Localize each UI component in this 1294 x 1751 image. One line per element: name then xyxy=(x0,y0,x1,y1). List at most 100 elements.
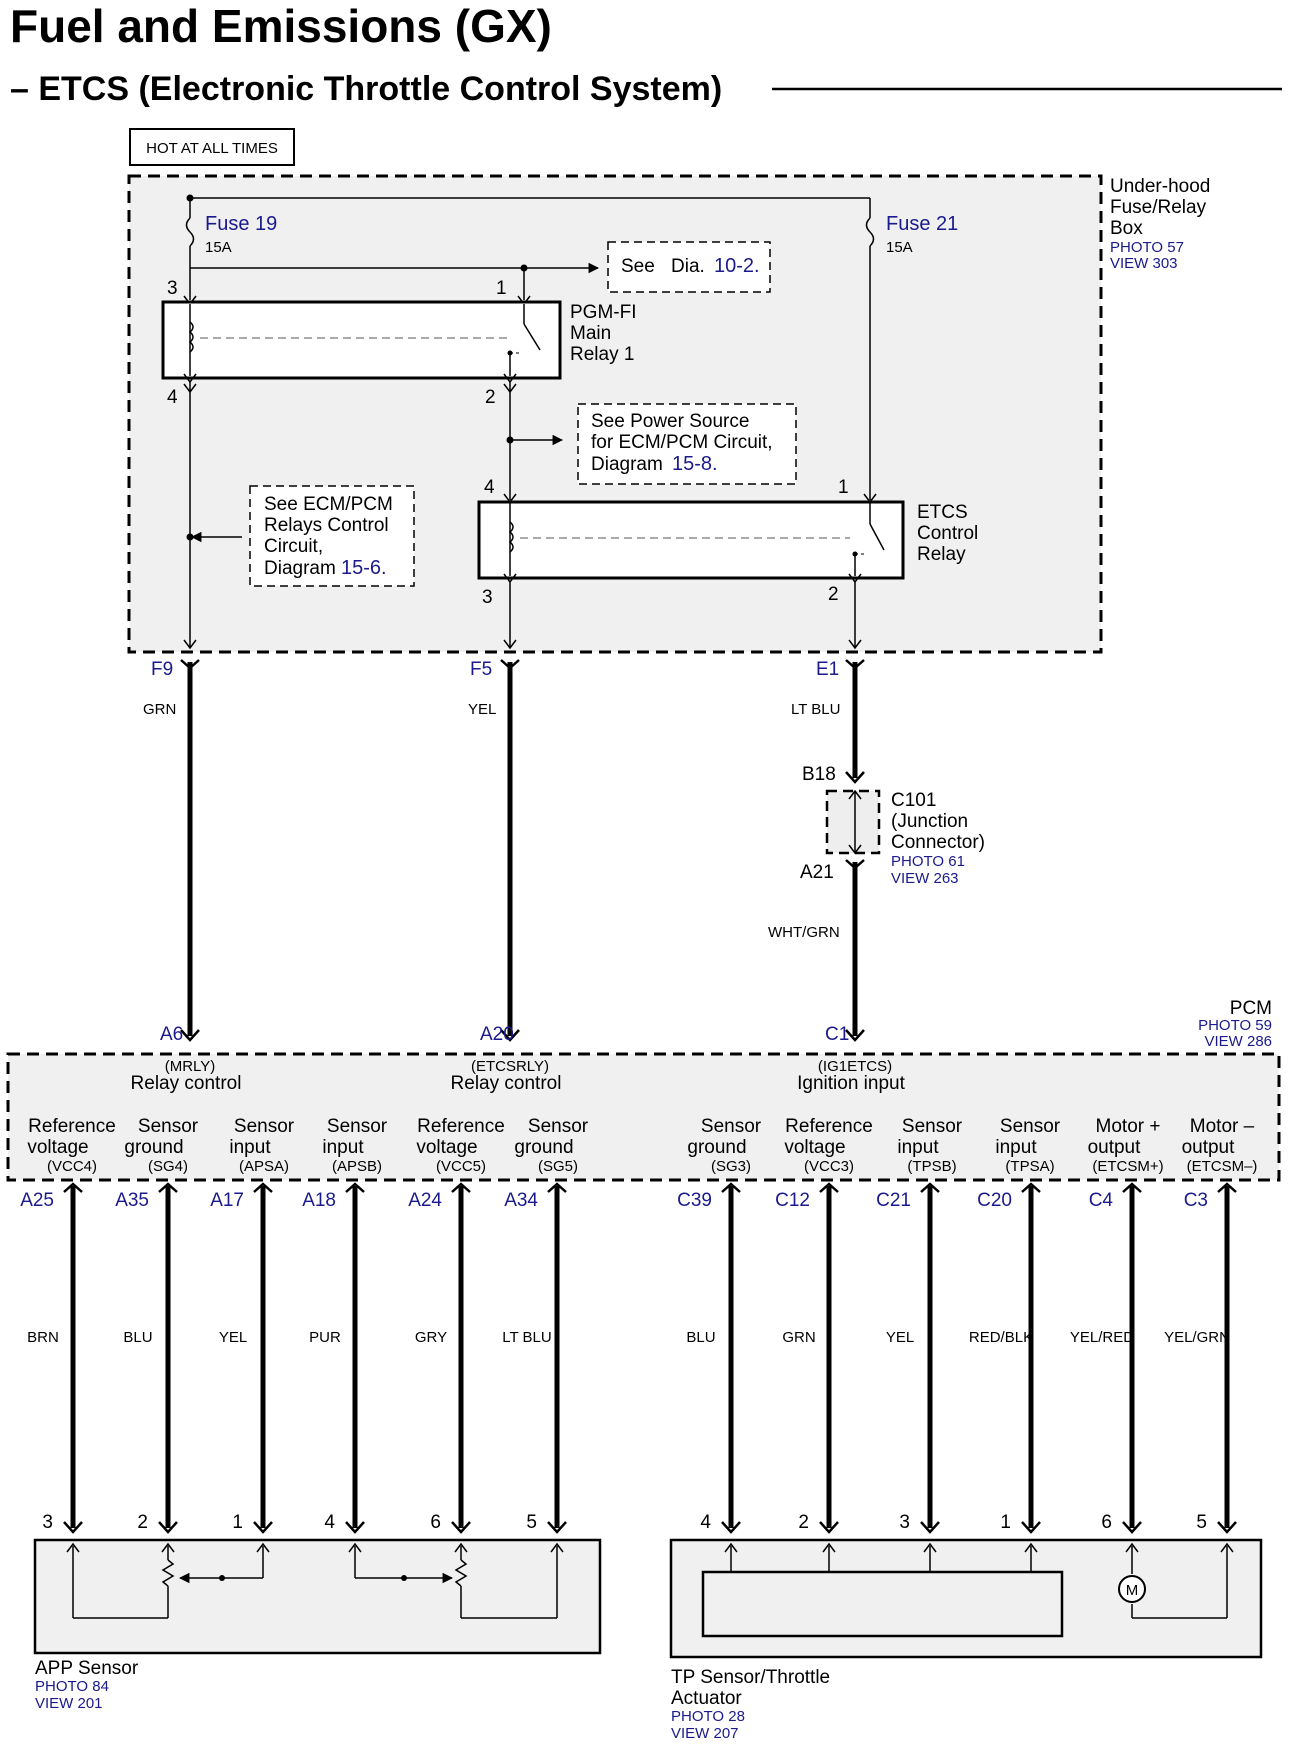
see-dia-prefix: See xyxy=(621,256,655,277)
app-sensor-internals xyxy=(72,1546,558,1619)
wire-label-grn: GRN xyxy=(143,701,176,718)
pcm-top-label: Ignition input xyxy=(797,1073,905,1094)
pcm-func-line1: Sensor xyxy=(902,1116,963,1137)
c101-connector xyxy=(825,789,881,855)
c101-label-3: Connector) xyxy=(891,832,985,853)
connector-pin: 4 xyxy=(324,1512,335,1533)
app-sensor-view: VIEW 201 xyxy=(35,1695,103,1712)
fusebox-label-1: Under-hood xyxy=(1110,176,1210,197)
connector-pin: 1 xyxy=(232,1512,243,1533)
c101-pin-a21: A21 xyxy=(800,862,834,883)
power-note-2: for ECM/PCM Circuit, xyxy=(591,432,773,453)
pcm-top-label: Relay control xyxy=(451,1073,562,1094)
wire-label: BLU xyxy=(686,1329,715,1346)
power-note-1: See Power Source xyxy=(591,411,749,432)
pcm-func-line2: input xyxy=(897,1137,939,1158)
main-relay-pin4: 4 xyxy=(167,387,178,408)
pcm-func-line1: Motor + xyxy=(1096,1116,1161,1137)
tp-label-2: Actuator xyxy=(671,1688,742,1709)
pcm-func-line1: Sensor xyxy=(528,1116,589,1137)
pcm-func-code: (VCC4) xyxy=(47,1158,97,1175)
etcs-relay-pin2: 2 xyxy=(828,584,839,605)
pcm-top-pin: C1 xyxy=(825,1024,849,1045)
etcs-control-relay xyxy=(477,500,905,580)
fuse21-symbol xyxy=(865,217,875,247)
relays-note-ref: 15-6. xyxy=(341,557,387,579)
wire-label: LT BLU xyxy=(502,1329,551,1346)
hot-label-box xyxy=(129,128,295,166)
tp-sensor-element xyxy=(701,1570,1064,1638)
box-pin-f9: F9 xyxy=(151,659,173,680)
c101-view: VIEW 263 xyxy=(891,870,959,887)
tp-label-1: TP Sensor/Throttle xyxy=(671,1667,830,1688)
main-relay-switch xyxy=(523,323,541,351)
etcs-relay-pin3: 3 xyxy=(482,587,493,608)
etcs-relay-coil xyxy=(508,521,514,553)
pcm-func-code: (SG4) xyxy=(148,1158,188,1175)
tp-view: VIEW 207 xyxy=(671,1725,739,1742)
box-pin-e1: E1 xyxy=(816,659,839,680)
main-relay-label-2: Main xyxy=(570,323,611,344)
pcm-bottom-pin: A24 xyxy=(408,1190,442,1211)
app-sensor-label: APP Sensor xyxy=(35,1658,139,1679)
relays-note-2: Relays Control xyxy=(264,515,389,536)
pcm-func-code: (VCC3) xyxy=(804,1158,854,1175)
wire-label: BLU xyxy=(123,1329,152,1346)
pcm-top-code: (IG1ETCS) xyxy=(818,1058,892,1075)
pcm-func-line2: voltage xyxy=(416,1137,477,1158)
pcm-func-code: (TPSA) xyxy=(1005,1158,1054,1175)
pcm-func-code: (VCC5) xyxy=(436,1158,486,1175)
app-sensor xyxy=(33,1538,602,1655)
etcs-relay-switch xyxy=(869,523,885,551)
pcm-func-line2: ground xyxy=(514,1137,573,1158)
power-note-ref: 15-8. xyxy=(672,453,718,475)
relays-note-4: Diagram xyxy=(264,558,336,579)
pcm-bottom-pin: A18 xyxy=(302,1190,336,1211)
fusebox-view: VIEW 303 xyxy=(1110,255,1178,272)
pcm-func-code: (TPSB) xyxy=(907,1158,956,1175)
pcm-bottom-pin: C21 xyxy=(876,1190,911,1211)
connector-pin: 5 xyxy=(526,1512,537,1533)
pcm-func-line2: voltage xyxy=(27,1137,88,1158)
pcm-func-line1: Sensor xyxy=(327,1116,388,1137)
wire-label: YEL xyxy=(886,1329,914,1346)
fuse21-name: Fuse 21 xyxy=(886,213,958,235)
pcm-func-line2: input xyxy=(229,1137,271,1158)
pcm-func-line2: ground xyxy=(124,1137,183,1158)
fusebox-photo: PHOTO 57 xyxy=(1110,239,1184,256)
connector-pin: 1 xyxy=(1000,1512,1011,1533)
connector-pin: 2 xyxy=(798,1512,809,1533)
pcm-func-line1: Reference xyxy=(417,1116,505,1137)
pcm-bottom-pin: A17 xyxy=(210,1190,244,1211)
etcs-relay-pin1: 1 xyxy=(838,477,849,498)
wire-label: GRN xyxy=(782,1329,815,1346)
main-relay-label-1: PGM-FI xyxy=(570,302,637,323)
fuse19-name: Fuse 19 xyxy=(205,213,277,235)
main-relay xyxy=(161,300,562,380)
wire-label: YEL/GRN xyxy=(1164,1329,1230,1346)
fusebox-label-2: Fuse/Relay xyxy=(1110,197,1207,218)
relays-control-note xyxy=(249,485,415,587)
app-sensor-photo: PHOTO 84 xyxy=(35,1678,109,1695)
c101-label-1: C101 xyxy=(891,790,936,811)
relays-note-1: See ECM/PCM xyxy=(264,494,393,515)
tp-photo: PHOTO 28 xyxy=(671,1708,745,1725)
pcm-top-pin: A6 xyxy=(160,1024,183,1045)
etcs-relay-pin4: 4 xyxy=(484,477,495,498)
fuse19-symbol xyxy=(185,217,195,247)
motor-icon xyxy=(1118,1575,1146,1603)
pcm-func-code: (APSB) xyxy=(332,1158,382,1175)
etcs-relay-label-2: Control xyxy=(917,523,978,544)
pcm-bottom-pin: C12 xyxy=(775,1190,810,1211)
pcm-func-line1: Motor – xyxy=(1190,1116,1255,1137)
pcm-bottom-pin: A35 xyxy=(115,1190,149,1211)
bottom-wires: A25BRN3A35BLU2A17YEL1A18PUR4A24GRY6A34LT… xyxy=(20,1182,1237,1553)
wire-label: RED/BLK xyxy=(969,1329,1033,1346)
power-note-3: Diagram xyxy=(591,454,663,475)
motor-symbol: M xyxy=(1126,1582,1139,1599)
pcm-box xyxy=(6,1052,1281,1182)
c101-label-2: (Junction xyxy=(891,811,968,832)
etcs-relay-label-1: ETCS xyxy=(917,502,968,523)
